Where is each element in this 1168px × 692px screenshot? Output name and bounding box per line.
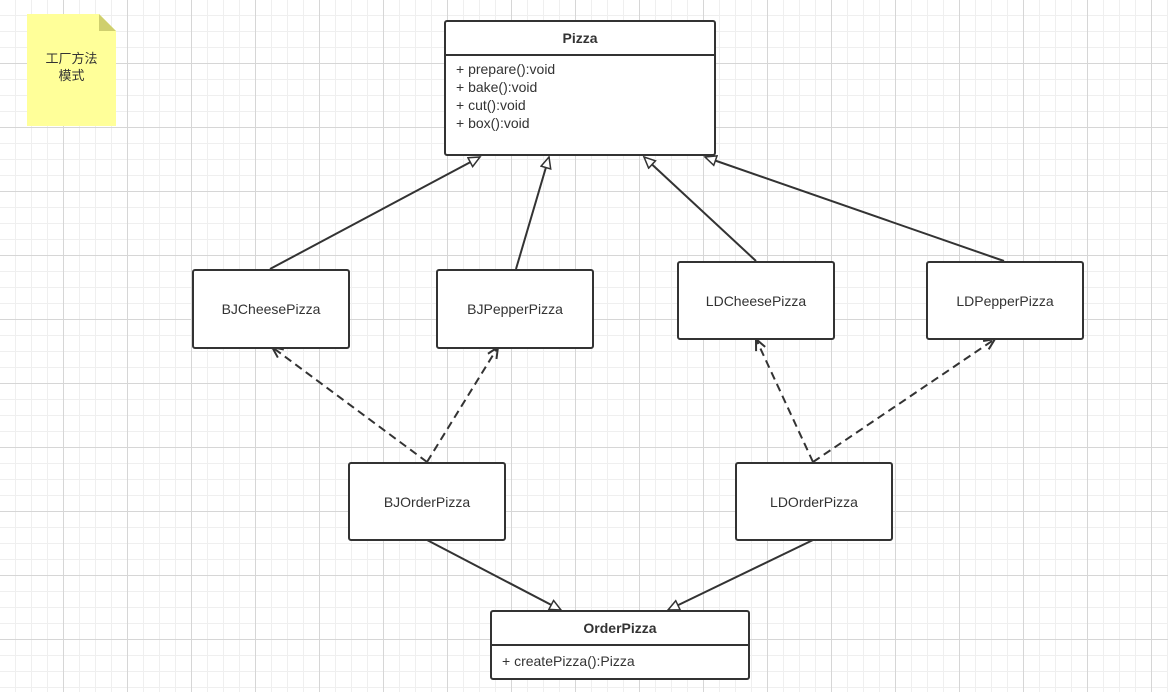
method-createpizza: + createPizza():Pizza	[502, 653, 635, 669]
class-bjorderpizza[interactable]: BJOrderPizza	[348, 462, 506, 541]
generalization-ldpepper-pizza	[705, 157, 1005, 262]
class-bjcheesepizza[interactable]: BJCheesePizza	[192, 269, 350, 349]
generalization-bjpepper-pizza	[515, 157, 549, 270]
class-ldcheesepizza[interactable]: LDCheesePizza	[677, 261, 835, 340]
class-pizza-name: Pizza	[446, 22, 714, 56]
method-cut: + cut():void	[456, 97, 526, 113]
method-box: + box():void	[456, 115, 530, 131]
dependency-bjorder-bjpepper	[426, 347, 498, 463]
class-bjpepperpizza-name: BJPepperPizza	[467, 301, 563, 317]
class-pizza[interactable]: Pizza + prepare():void + bake():void + c…	[444, 20, 716, 156]
method-bake: + bake():void	[456, 79, 538, 95]
class-pizza-methods: + prepare():void + bake():void + cut():v…	[446, 56, 714, 136]
dependency-ldorder-ldcheese	[756, 339, 814, 463]
class-bjcheesepizza-name: BJCheesePizza	[221, 301, 321, 317]
class-ldcheesepizza-name: LDCheesePizza	[705, 292, 807, 309]
generalization-ldcheese-pizza	[644, 157, 757, 262]
sticky-note[interactable]: 工厂方法 模式	[27, 14, 116, 126]
class-ldorderpizza-name: LDOrderPizza	[770, 493, 858, 510]
generalization-bjcheese-pizza	[269, 156, 480, 270]
class-orderpizza-methods: + createPizza():Pizza	[492, 646, 748, 674]
class-bjpepperpizza[interactable]: BJPepperPizza	[436, 269, 594, 349]
note-line-1: 工厂方法	[45, 51, 98, 66]
method-prepare: + prepare():void	[456, 61, 556, 77]
class-orderpizza-name: OrderPizza	[492, 612, 748, 646]
dependency-bjorder-bjcheese	[272, 347, 428, 463]
class-ldpepperpizza-name: LDPepperPizza	[956, 292, 1054, 309]
dependency-ldorder-ldpepper	[812, 339, 995, 463]
class-ldorderpizza[interactable]: LDOrderPizza	[735, 462, 893, 541]
generalization-bjorder-orderpizza	[426, 539, 561, 611]
generalization-ldorder-orderpizza	[668, 539, 814, 611]
class-bjorderpizza-name: BJOrderPizza	[383, 493, 471, 510]
class-ldpepperpizza[interactable]: LDPepperPizza	[926, 261, 1084, 340]
class-orderpizza[interactable]: OrderPizza + createPizza():Pizza	[490, 610, 750, 680]
note-line-2: 模式	[58, 68, 85, 83]
